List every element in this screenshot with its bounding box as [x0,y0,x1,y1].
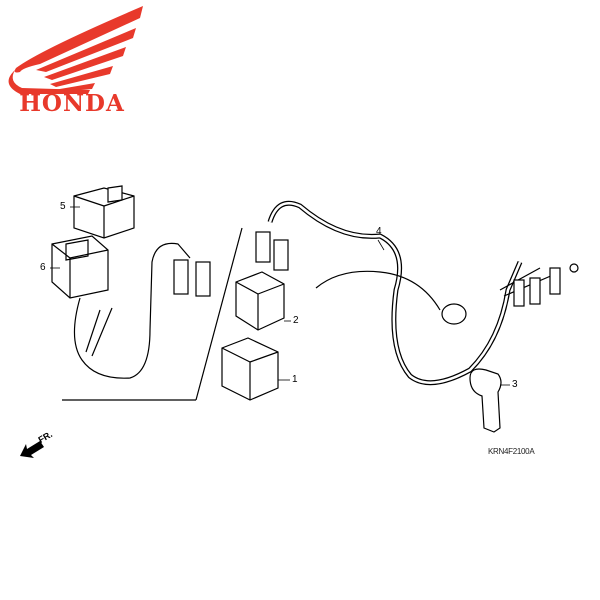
divider-line [195,227,243,401]
diagram-code: KRN4F2100A [488,447,535,456]
callout-3: 3 [512,379,518,390]
part-6-module [51,235,109,299]
part-5-cover [73,185,135,239]
part-3-plug-cap [469,368,502,433]
part-1-rubber-mount [221,337,279,401]
callout-leaders [50,206,510,386]
callout-4: 4 [376,226,382,237]
arrow-front-icon [20,441,44,458]
small-harness [73,242,211,379]
harness-connectors [255,231,579,325]
callout-5: 5 [60,201,66,212]
callout-6: 6 [40,262,46,273]
part-2-ignition-module [235,271,285,331]
honda-wing-logo [8,6,143,94]
callout-2: 2 [293,315,299,326]
callout-1: 1 [292,374,298,385]
honda-logo-text: HONDA [19,90,125,117]
